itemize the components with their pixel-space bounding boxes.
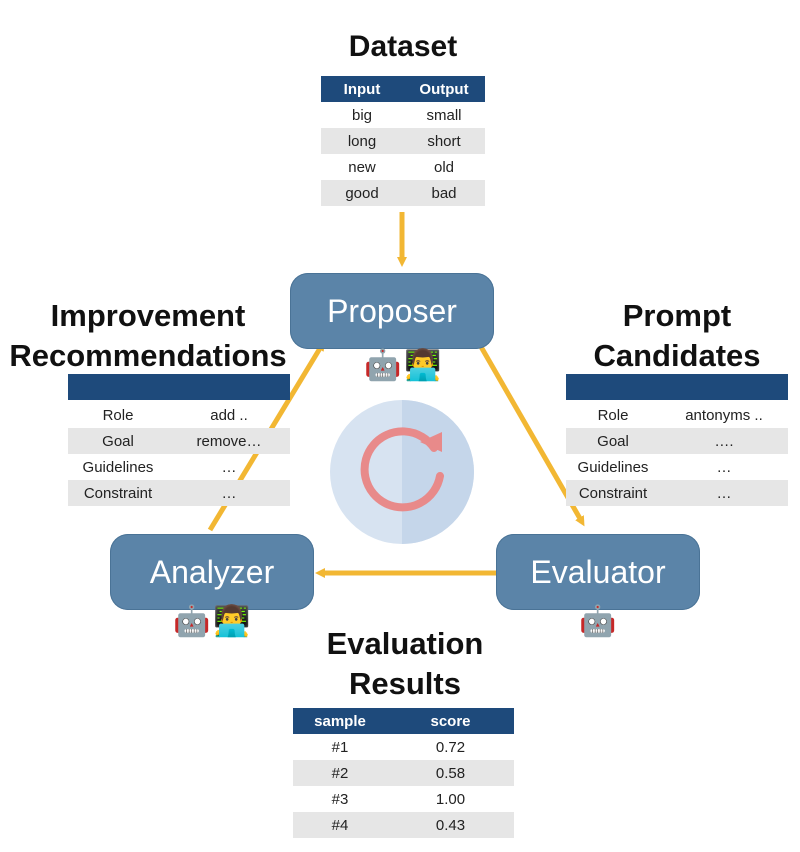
results-cell: #4	[331, 816, 349, 834]
prompt-cell: antonyms ..	[685, 406, 763, 424]
proposer-node: Proposer	[290, 273, 494, 349]
improvement-cell: Goal	[102, 432, 134, 450]
improvement-cell: Role	[102, 406, 134, 424]
table-row: #4 0.43	[293, 812, 514, 838]
analyzer-node: Analyzer	[110, 534, 314, 610]
table-row: Goal remove…	[68, 428, 290, 454]
table-row: Goal ….	[566, 428, 788, 454]
improvement-title-line1: Improvement	[50, 298, 246, 333]
analyzer-technologist-icon: 👨‍💻	[213, 605, 251, 638]
dataset-cell: bad	[431, 184, 457, 202]
prompt-title-line1: Prompt	[622, 298, 732, 333]
prompt-cell: …	[716, 484, 732, 502]
improvement-cell: add ..	[210, 406, 248, 424]
evaluation-title-line2: Results	[349, 666, 461, 701]
results-cell: #1	[331, 738, 349, 756]
table-row: Constraint …	[566, 480, 788, 506]
table-row: #1 0.72	[293, 734, 514, 760]
prompt-cell: ….	[714, 432, 734, 450]
improvement-header-row	[68, 374, 290, 400]
dataset-cell: big	[351, 106, 373, 124]
prompt-cell: Goal	[597, 432, 629, 450]
dataset-cell: good	[345, 184, 379, 202]
prompt-header-row	[566, 374, 788, 400]
results-table: sample score #1 0.72 #2 0.58 #3 1.00 #4 …	[293, 708, 514, 838]
results-cell: #3	[331, 790, 349, 808]
evaluation-title: Evaluation Results	[303, 624, 507, 704]
prompt-cell: Constraint	[578, 484, 648, 502]
dataset-cell: long	[347, 132, 377, 150]
table-row: long short	[321, 128, 485, 154]
improvement-cell: Constraint	[83, 484, 153, 502]
center-cycle-icon	[330, 400, 474, 544]
arrow-proposer-to-evaluator	[477, 343, 585, 527]
improvement-cell: Guidelines	[82, 458, 154, 476]
table-row: Guidelines …	[68, 454, 290, 480]
proposer-technologist-icon: 👨‍💻	[404, 349, 442, 382]
table-row: Role antonyms ..	[566, 402, 788, 428]
dataset-table: Input Output big small long short new ol…	[321, 76, 485, 206]
table-row: Guidelines …	[566, 454, 788, 480]
improvement-cell: …	[221, 484, 237, 502]
improvement-table: Role add .. Goal remove… Guidelines … Co…	[68, 374, 290, 506]
dataset-cell: short	[427, 132, 461, 150]
evaluation-title-line1: Evaluation	[326, 626, 484, 661]
results-header-row: sample score	[293, 708, 514, 734]
table-row: Constraint …	[68, 480, 290, 506]
dataset-cell: old	[433, 158, 455, 176]
results-header-score: score	[430, 712, 471, 730]
proposer-robot-icon: 🤖	[364, 349, 402, 382]
results-cell: 0.58	[435, 764, 466, 782]
prompt-title-line2: Candidates	[593, 338, 761, 373]
improvement-cell: remove…	[196, 432, 262, 450]
dataset-header-input: Input	[343, 80, 381, 98]
table-row: #3 1.00	[293, 786, 514, 812]
results-cell: 0.43	[435, 816, 466, 834]
prompt-cell: …	[716, 458, 732, 476]
table-row: #2 0.58	[293, 760, 514, 786]
results-header-sample: sample	[314, 712, 366, 730]
dataset-cell: new	[348, 158, 376, 176]
prompt-table: Role antonyms .. Goal …. Guidelines … Co…	[566, 374, 788, 506]
dataset-title: Dataset	[348, 30, 458, 63]
dataset-cell: small	[426, 106, 462, 124]
results-cell: #2	[331, 764, 349, 782]
dataset-header-row: Input Output	[321, 76, 485, 102]
results-cell: 1.00	[435, 790, 466, 808]
improvement-title-line2: Recommendations	[9, 338, 287, 373]
table-row: Role add ..	[68, 402, 290, 428]
prompt-cell: Guidelines	[577, 458, 649, 476]
prompt-cell: Role	[597, 406, 629, 424]
table-row: big small	[321, 102, 485, 128]
improvement-title: Improvement Recommendations	[0, 296, 296, 376]
table-row: good bad	[321, 180, 485, 206]
improvement-cell: …	[221, 458, 237, 476]
table-row: new old	[321, 154, 485, 180]
analyzer-robot-icon: 🤖	[173, 605, 211, 638]
dataset-header-output: Output	[419, 80, 469, 98]
results-cell: 0.72	[435, 738, 466, 756]
prompt-title: Prompt Candidates	[566, 296, 788, 376]
evaluator-node: Evaluator	[496, 534, 700, 610]
evaluator-robot-icon: 🤖	[579, 605, 617, 638]
